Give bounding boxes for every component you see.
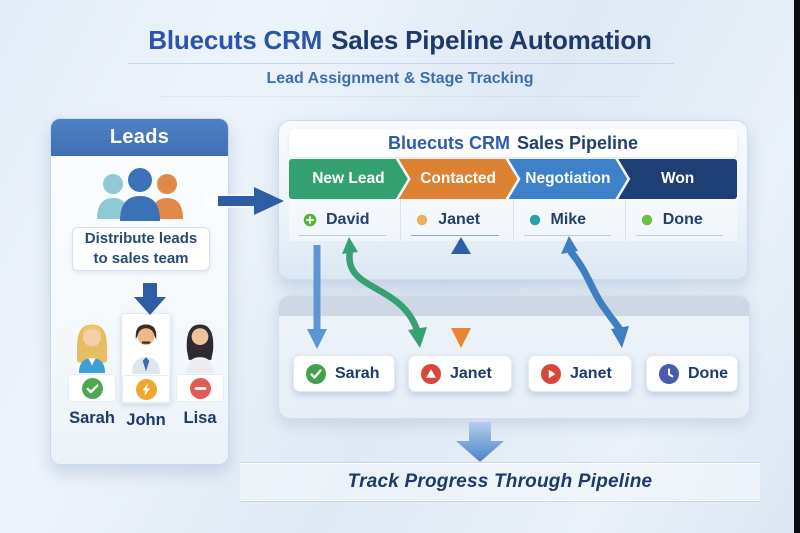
lead-underline [635,234,723,236]
member-column-lisa: Lisa [176,317,224,430]
chip-label: Done [688,364,728,382]
page-title: Bluecuts CRM Sales Pipeline Automation [0,25,800,56]
lead-name: David [326,211,370,228]
chip-done: Done [646,355,738,392]
lead-cell-janet: Janet [401,199,514,241]
distribute-note: Distribute leads to sales team [72,227,210,271]
progress-panel: Sarah Janet Janet Done [278,295,750,419]
chip-janet-negotiation: Janet [528,355,632,392]
pipeline-brand: Bluecuts CRM [387,132,510,153]
leads-panel-title: Leads [51,119,228,156]
lead-underline [411,234,499,236]
pipeline-header: Bluecuts CRM Sales Pipeline [289,129,737,157]
warning-icon [421,363,441,384]
member-column-sarah: Sarah [68,317,116,430]
team-row: Sarah [68,313,224,430]
stage-negotiation: Negotiation [509,159,628,199]
stage-label: Contacted [420,170,497,187]
lead-cell-mike: Mike [514,199,626,241]
dot-icon [529,214,540,226]
footer-caption: Track Progress Through Pipeline [347,471,653,492]
member-column-john: John [121,313,171,430]
play-icon [541,363,561,384]
page-subtitle: Lead Assignment & Stage Tracking [266,70,534,87]
stage-label: New Lead [312,170,385,187]
stage-contacted: Contacted [399,159,518,199]
stage-won: Won [618,159,737,199]
footer-band: Track Progress Through Pipeline [240,463,760,501]
stage-label: Negotiation [525,170,611,187]
lead-row: David Janet Mike Don [289,199,737,241]
stage-label: Won [660,170,695,187]
lead-underline [299,234,387,236]
badge-box [68,374,116,402]
plus-circle-icon [303,213,317,227]
badge-box [122,375,170,403]
clock-icon [659,363,679,384]
chip-label: Janet [450,364,492,382]
chip-label: Sarah [335,364,380,382]
lead-underline [523,234,611,236]
avatar-sarah [77,324,107,373]
pipeline-panel: Bluecuts CRM Sales Pipeline New Lead Con… [278,120,748,280]
dot-icon [641,214,652,226]
lead-name: Janet [438,211,481,228]
lead-name: Mike [550,211,587,228]
leads-panel: Leads Distribute leads to sales team [50,118,229,465]
chip-label: Janet [570,364,612,382]
check-icon [306,363,326,384]
person-silhouette-center [128,168,152,192]
divider-line [128,63,674,64]
avatar-lisa [186,324,214,373]
member-name: Sarah [69,409,115,427]
avatar-john [132,324,160,374]
lead-cell-david: David [289,199,402,241]
lead-cell-done: Done [626,199,737,241]
chip-janet-contacted: Janet [408,355,512,392]
member-name: John [126,411,166,429]
panel-top-band [279,296,749,316]
divider-line [160,96,640,97]
dot-icon [417,214,428,226]
arrow-track-down [456,422,504,462]
badge-box [176,374,224,402]
stage-bar: New Lead Contacted Negotiation Won [289,159,737,199]
check-icon [81,377,103,399]
bolt-icon [135,378,157,400]
person-silhouette-right [157,174,177,194]
member-name: Lisa [183,409,217,427]
stage-new-lead: New Lead [289,159,408,199]
team-group-icon [97,168,183,221]
brand-name: Bluecuts CRM [148,25,323,55]
minus-icon [189,377,211,399]
page-title-rest: Sales Pipeline Automation [331,25,652,55]
lead-name: Done [662,211,703,228]
chip-sarah: Sarah [293,355,395,392]
pipeline-title-rest: Sales Pipeline [516,132,639,153]
right-edge-strip [794,0,800,533]
person-silhouette-left [103,174,123,194]
